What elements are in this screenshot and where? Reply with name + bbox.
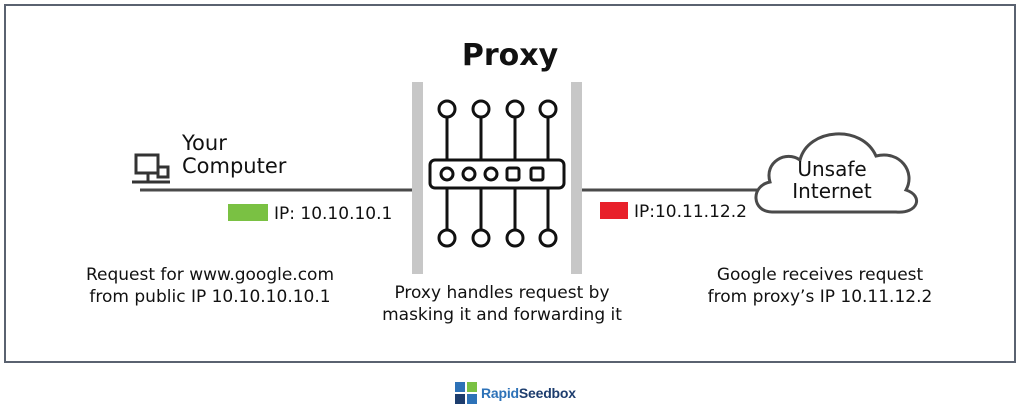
proxy-right-barrier [571, 82, 582, 274]
right-caption-line1: Google receives request [716, 265, 924, 285]
cloud-icon [754, 132, 919, 214]
logo-text-seedbox: Seedbox [518, 385, 576, 401]
proxy-ip-label: IP:10.11.12.2 [634, 202, 747, 222]
desktop-computer-icon [132, 153, 170, 184]
internet-label: Unsafe Internet [762, 158, 902, 202]
left-caption-line1: Request for www.google.com [85, 265, 335, 285]
computer-label-line2: Computer [182, 154, 287, 178]
red-status-swatch [600, 202, 628, 219]
center-caption-line2: masking it and forwarding it [382, 305, 622, 325]
proxy-switch-icon [428, 99, 566, 248]
proxy-ip: IP:10.11.12.2 [600, 202, 747, 222]
left-caption-line2: from public IP 10.10.10.10.1 [89, 287, 331, 307]
computer-ip-label: IP: 10.10.10.1 [274, 204, 393, 224]
computer-label-line1: Your [182, 131, 227, 155]
internet-label-line1: Unsafe [797, 157, 867, 181]
computer-label: Your Computer [182, 132, 286, 178]
center-caption-line1: Proxy handles request by [394, 283, 610, 303]
left-caption: Request for www.google.com from public I… [60, 264, 360, 308]
page-title: Proxy [461, 38, 559, 73]
internet-label-line2: Internet [792, 179, 872, 203]
proxy-left-barrier [412, 82, 423, 274]
green-status-swatch [228, 204, 268, 221]
logo-text-rapid: Rapid [481, 385, 519, 401]
center-caption: Proxy handles request by masking it and … [352, 282, 652, 326]
computer-ip: IP: 10.10.10.1 [228, 204, 392, 224]
right-caption: Google receives request from proxy’s IP … [670, 264, 970, 308]
right-caption-line2: from proxy’s IP 10.11.12.2 [707, 287, 933, 307]
rapidseedbox-logo-icon [455, 382, 477, 404]
